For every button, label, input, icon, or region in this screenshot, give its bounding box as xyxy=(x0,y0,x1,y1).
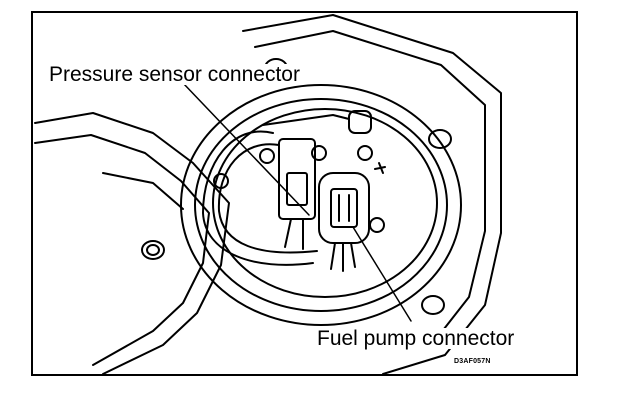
plate-bolt-hole xyxy=(146,244,160,256)
plate-bolt-hole xyxy=(421,295,445,315)
pipe-clamp xyxy=(348,110,372,134)
ring-bolt xyxy=(369,217,385,233)
pressure-sensor-body xyxy=(278,138,316,220)
fuel-pump-wire xyxy=(330,242,356,272)
vent-mark xyxy=(374,162,386,174)
tank-panel-fold xyxy=(102,172,184,210)
fuel-pipe xyxy=(262,114,350,126)
fuel-pump-connector-slot xyxy=(338,194,350,222)
pump-flange xyxy=(212,108,438,298)
pressure-sensor-latch xyxy=(286,172,308,206)
ring-bolt xyxy=(311,145,327,161)
fuel-hose xyxy=(217,143,318,254)
tank-panel-outline xyxy=(34,112,230,374)
retaining-ring-outer xyxy=(180,84,462,326)
leader-line-fuel-pump xyxy=(352,226,412,322)
leader-line-pressure xyxy=(182,82,310,216)
mounting-plate-inner-edge xyxy=(254,30,486,344)
pressure-sensor-wire xyxy=(284,218,304,250)
tank-panel-inner-edge xyxy=(34,134,210,366)
plate-bolt-hole xyxy=(141,240,165,260)
fuel-hose xyxy=(202,130,314,266)
figure-code: D3AF057N xyxy=(454,358,491,365)
plate-bolt-hole xyxy=(428,129,452,149)
ring-bolt xyxy=(357,145,373,161)
ring-bolt xyxy=(259,148,275,164)
pressure-sensor-connector-label: Pressure sensor connector xyxy=(47,63,302,86)
diagram-frame: Pressure sensor connector Fuel pump conn… xyxy=(31,11,578,376)
retaining-ring-inner xyxy=(194,98,448,312)
fuel-pump-connector-face xyxy=(330,188,358,228)
fuel-pump-connector-body xyxy=(318,172,370,244)
fuel-pump-connector-label: Fuel pump connector xyxy=(315,327,517,350)
